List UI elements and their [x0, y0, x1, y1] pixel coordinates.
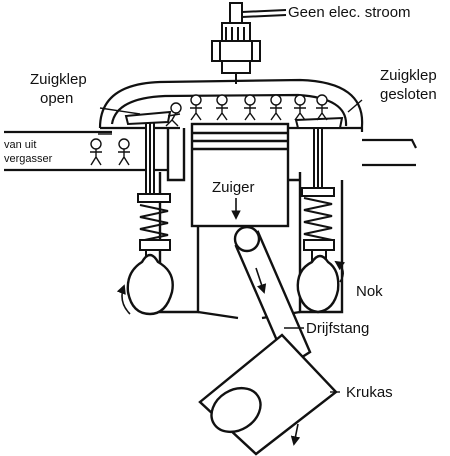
label-intake-open-1: Zuigklep [30, 71, 87, 88]
spark-plug [211, 2, 287, 84]
label-intake-open-2: open [40, 90, 73, 107]
intake-valve-open [124, 110, 172, 262]
leader-lines [98, 99, 363, 393]
label-carb-2: vergasser [4, 153, 53, 165]
label-intake-closed-2: gesloten [380, 86, 437, 103]
intake-valve-closed [294, 116, 344, 262]
cam-left [126, 253, 174, 316]
motion-arrows [116, 198, 346, 446]
connecting-rod [233, 225, 312, 368]
label-no-current: Geen elec. stroom [288, 4, 411, 21]
label-crankshaft: Krukas [346, 384, 393, 401]
gas-figures [90, 94, 328, 166]
label-intake-closed-1: Zuigklep [380, 67, 437, 84]
label-cam: Nok [356, 283, 383, 300]
piston [190, 122, 290, 228]
label-piston: Zuiger [212, 179, 255, 196]
intake-manifold [4, 130, 417, 172]
crankshaft [198, 333, 338, 456]
cam-right [296, 254, 340, 314]
label-con-rod: Drijfstang [306, 320, 369, 337]
label-carb-1: van uit [4, 139, 36, 151]
